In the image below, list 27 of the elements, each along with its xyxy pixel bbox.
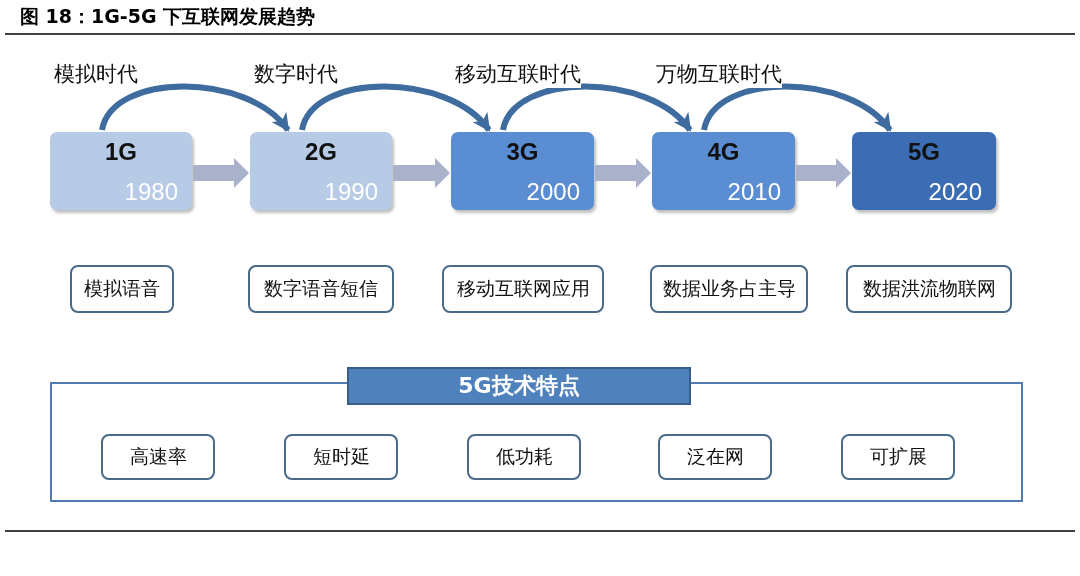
text-box: 模拟语音 [70, 265, 174, 313]
text-box: 短时延 [284, 434, 398, 480]
curved-arrow [299, 83, 492, 132]
text-box: 泛在网 [658, 434, 772, 480]
generation-box: 3G 2000 [451, 132, 594, 210]
generation-box: 2G 1990 [250, 132, 392, 210]
generation-box: 1G 1980 [50, 132, 192, 210]
text-box: 数字语音短信 [248, 265, 394, 313]
text-box: 可扩展 [841, 434, 955, 480]
block-arrow [393, 158, 450, 188]
edge-label: 万物互联时代 [656, 60, 782, 88]
generation-box: 4G 2010 [652, 132, 795, 210]
curved-arrow [99, 83, 291, 132]
edge-label: 移动互联时代 [455, 60, 581, 88]
title: 图 18：1G-5G 下互联网发展趋势 [20, 4, 316, 29]
text-box: 低功耗 [467, 434, 581, 480]
text-box: 数据洪流物联网 [846, 265, 1012, 313]
curved-arrow [500, 83, 693, 132]
block-arrow [595, 158, 651, 188]
curved-arrow [701, 83, 893, 132]
generation-box: 5G 2020 [852, 132, 996, 210]
text-box: 数据业务占主导 [650, 265, 808, 313]
block-arrow [796, 158, 851, 188]
panel-heading: 5G技术特点 [347, 367, 691, 405]
block-arrow [193, 158, 249, 188]
text-box: 移动互联网应用 [442, 265, 604, 313]
text-box: 高速率 [101, 434, 215, 480]
